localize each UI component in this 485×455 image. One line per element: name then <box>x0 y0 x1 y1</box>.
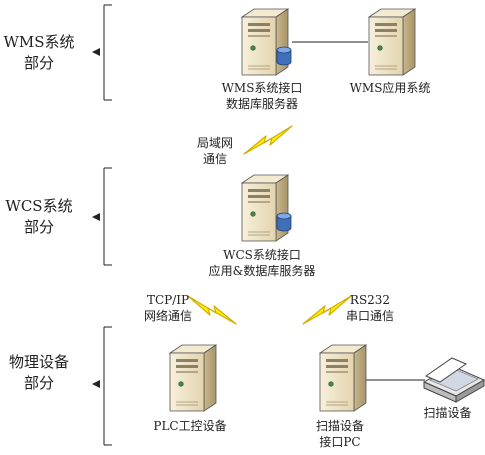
node-label-wms-app-system: WMS应用系统 <box>349 81 431 95</box>
arrow-left-icon <box>92 213 100 221</box>
section-bracket-wcs <box>92 167 112 266</box>
server-icon <box>319 344 367 412</box>
section-label-physical: 物理设备 部分 <box>8 353 69 392</box>
lightning-bolt-icon <box>243 125 293 155</box>
section-bracket-wms <box>92 4 112 101</box>
section-bracket-physical <box>92 326 112 446</box>
node-label-scanner-pc: 扫描设备 接口PC <box>315 419 364 449</box>
database-server-icon <box>241 8 292 76</box>
database-server-icon <box>241 174 292 242</box>
node-label-wcs-interface-server: WCS系统接口 应用&数据库服务器 <box>208 248 316 278</box>
node-label-scanner: 扫描设备 <box>423 406 472 420</box>
section-label-wms: WMS系统 部分 <box>3 33 75 72</box>
scanner-icon <box>422 357 485 403</box>
arrow-left-icon <box>92 380 100 388</box>
arrow-left-icon <box>92 48 100 56</box>
section-label-wcs: WCS系统 部分 <box>5 197 73 236</box>
link-label-rs232: RS232 串口通信 <box>345 293 394 323</box>
node-label-plc-control: PLC工控设备 <box>153 419 227 433</box>
link-label-lan: 局域网 通信 <box>196 136 233 166</box>
link-label-tcpip: TCP/IP 网络通信 <box>143 293 192 323</box>
server-icon <box>169 344 217 412</box>
server-icon <box>368 8 416 76</box>
node-label-wms-interface-server: WMS系统接口 数据库服务器 <box>221 81 303 111</box>
